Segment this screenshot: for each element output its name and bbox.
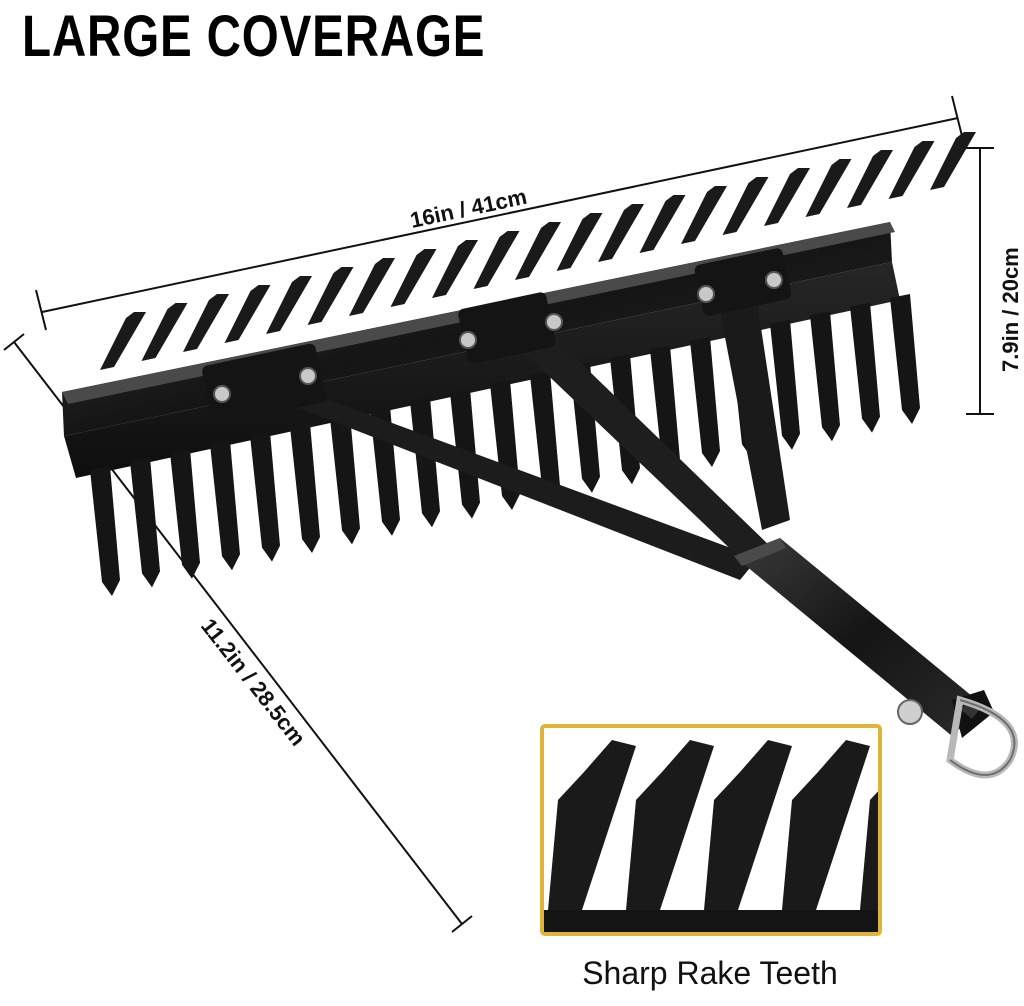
inset-caption: Sharp Rake Teeth <box>582 955 838 991</box>
back-tooth <box>930 132 976 190</box>
front-tooth <box>890 294 920 424</box>
front-tooth <box>90 466 120 596</box>
back-tooth <box>141 303 188 361</box>
front-tooth <box>130 457 160 588</box>
back-tooth <box>349 258 395 316</box>
back-tooth <box>764 168 810 226</box>
front-tooth <box>810 311 840 442</box>
page-title: LARGE COVERAGE <box>22 4 486 69</box>
back-tooth <box>639 195 686 253</box>
inset-tooth <box>782 740 870 910</box>
back-tooth <box>432 240 478 298</box>
front-tooth <box>850 302 880 433</box>
bolt <box>213 385 231 403</box>
back-tooth <box>847 150 893 208</box>
back-tooth <box>805 159 852 217</box>
back-tooth <box>100 312 146 370</box>
front-tooth <box>770 319 800 450</box>
front-tooth <box>330 414 360 545</box>
mounting-brackets <box>202 248 792 425</box>
inset-tooth <box>704 740 792 910</box>
bolt <box>765 271 783 289</box>
front-tooth <box>650 345 680 476</box>
front-tooth <box>210 440 240 571</box>
inset-detail <box>540 724 882 936</box>
bolts <box>213 271 783 403</box>
back-tooth <box>681 186 727 244</box>
height-label: 7.9in / 20cm <box>998 247 1023 372</box>
back-tooth <box>598 204 644 262</box>
back-tooth <box>888 141 935 199</box>
depth-label: 11.2in / 28.5cm <box>196 614 311 751</box>
bolt <box>299 367 317 385</box>
back-teeth <box>100 132 976 370</box>
bolt <box>697 285 715 303</box>
inset-teeth <box>544 740 878 932</box>
back-tooth <box>307 267 354 325</box>
inset-tooth <box>626 740 714 910</box>
inset-tooth <box>548 740 636 910</box>
back-tooth <box>224 285 271 343</box>
front-tooth <box>250 431 280 562</box>
back-tooth <box>556 213 603 271</box>
front-tooth <box>170 448 200 579</box>
bolt <box>545 313 563 331</box>
back-tooth <box>473 231 520 289</box>
bolt <box>459 331 477 349</box>
front-tooth <box>530 371 560 502</box>
back-tooth <box>515 222 561 280</box>
back-tooth <box>722 177 769 235</box>
front-tooth <box>290 423 320 553</box>
height-dimension: 7.9in / 20cm <box>966 147 1023 415</box>
tow-shackle <box>897 695 1018 779</box>
width-label: 16in / 41cm <box>408 184 529 233</box>
frame-arms <box>232 268 994 738</box>
back-tooth <box>390 249 437 307</box>
back-tooth <box>266 276 312 334</box>
front-tooth <box>410 397 440 528</box>
back-tooth <box>183 294 229 352</box>
inset-tooth <box>860 791 878 910</box>
front-tooth <box>690 337 720 467</box>
